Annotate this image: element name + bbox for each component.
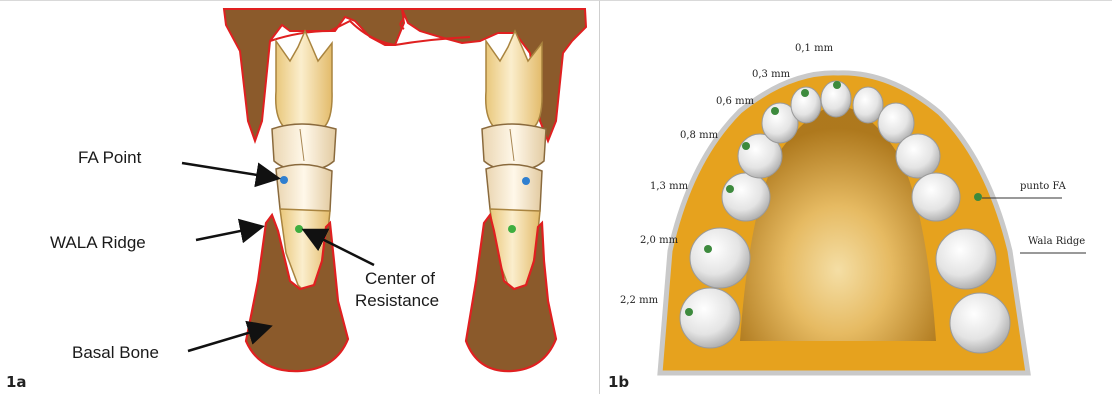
dental-arch-diagram: 0,1 mm 0,3 mm 0,6 mm 0,8 mm 1,3 mm 2,0 m… (600, 1, 1112, 395)
basal-bone-label: Basal Bone (72, 343, 159, 362)
panel-1b-id: 1b (608, 373, 629, 391)
cross-section-diagram: FA Point WALA Ridge Center of Resistance… (0, 1, 600, 395)
fa-point-arrow (182, 163, 276, 178)
measurement-2-0: 2,0 mm (640, 235, 679, 246)
measurement-0-8: 0,8 mm (680, 130, 719, 141)
fa-point-right (522, 177, 530, 185)
wala-ridge-label: WALA Ridge (50, 233, 146, 252)
center-label-line1: Center of (365, 269, 435, 288)
wala-ridge-arrow (196, 227, 260, 240)
punto-fa-label: punto FA (1020, 181, 1067, 192)
measurement-0-1: 0,1 mm (795, 43, 834, 54)
wala-ridge-label-b: Wala Ridge (1028, 236, 1085, 247)
left-upper-tooth (272, 31, 336, 169)
measurement-1-3: 1,3 mm (650, 181, 689, 192)
measurement-0-6: 0,6 mm (716, 96, 755, 107)
panel-1b: 0,1 mm 0,3 mm 0,6 mm 0,8 mm 1,3 mm 2,0 m… (600, 0, 1112, 394)
center-of-resistance-right (508, 225, 516, 233)
measurement-0-3: 0,3 mm (752, 69, 791, 80)
panel-1a-id: 1a (6, 373, 27, 391)
measurement-2-2: 2,2 mm (620, 295, 659, 306)
fa-point-label: FA Point (78, 148, 142, 167)
center-of-resistance-left (295, 225, 303, 233)
center-label-line2: Resistance (355, 291, 439, 310)
right-upper-tooth (482, 31, 546, 169)
fa-point-left (280, 176, 288, 184)
panel-1a: FA Point WALA Ridge Center of Resistance… (0, 0, 600, 394)
